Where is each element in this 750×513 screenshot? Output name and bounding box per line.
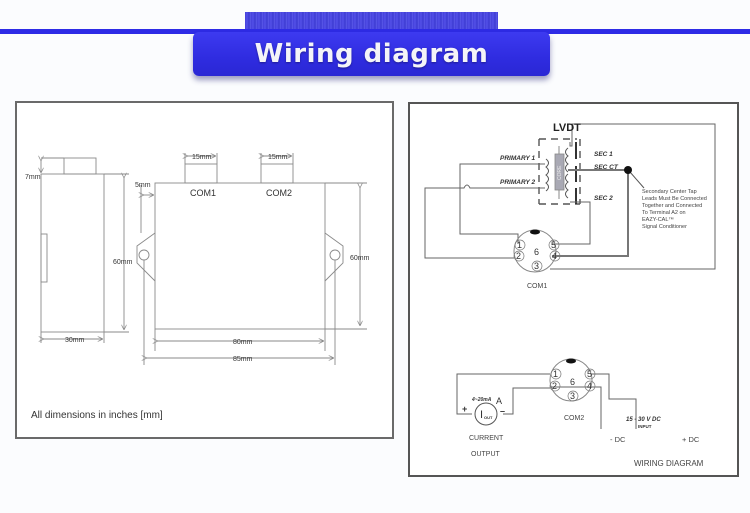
com2-pin-1: 1 [553, 369, 558, 379]
right-mounting-tab [324, 232, 344, 282]
com2-pin-3: 3 [570, 391, 575, 401]
overall-width-label: 85mm [233, 356, 253, 363]
side-top-height-label: 7mm [25, 174, 41, 181]
left-mounting-tab [136, 232, 156, 282]
side-height-label: 60mm [113, 259, 133, 266]
secondary-coil-1 [565, 147, 569, 173]
com2-pin-6: 6 [570, 377, 575, 387]
page-title: Wiring diagram [254, 39, 489, 69]
com2-pin-4: 4 [587, 381, 592, 391]
current-output-label-1: CURRENT [469, 435, 504, 442]
com1-pin-3: 3 [534, 261, 539, 271]
lvdt-core [554, 153, 565, 191]
side-view-connector [63, 157, 97, 175]
left-mounting-hole [138, 249, 150, 261]
dc-voltage-label: 15 - 30 V DC [626, 417, 661, 423]
wiring-panel: CORE LVDT PRIMARY 1 PRIMARY 2 SEC 1 SEC … [408, 102, 739, 477]
dc-plus-label: + DC [682, 435, 700, 444]
sec-ct-junction-dot [624, 166, 632, 174]
lvdt-housing [538, 138, 581, 205]
front-height-label: 60mm [350, 255, 370, 262]
side-view-body [40, 173, 105, 333]
current-output-source [474, 402, 498, 426]
primary-1-label: PRIMARY 1 [500, 155, 536, 162]
secondary-coil-2 [565, 173, 569, 199]
com1-pin-4: 4 [552, 251, 557, 261]
com2-label: COM2 [266, 188, 292, 198]
com2-connector [260, 163, 294, 184]
side-width-label: 30mm [65, 337, 85, 344]
dc-minus-label: - DC [610, 435, 626, 444]
com1-pin-6: 6 [534, 247, 539, 257]
current-minus-sign: – [500, 406, 505, 416]
side-view-tab [40, 233, 48, 283]
svg-text:Together and Connected: Together and Connected [642, 203, 702, 209]
com2-pin-5: 5 [587, 369, 592, 379]
title-banner: Wiring diagram [193, 32, 550, 76]
com2-pin-2: 2 [552, 381, 557, 391]
body-width-label: 80mm [233, 339, 253, 346]
front-view-body [154, 182, 326, 330]
com2-label: COM2 [564, 415, 584, 422]
com2-key [566, 358, 576, 364]
current-plus-sign: + [462, 404, 467, 414]
decorative-texture-strip [245, 12, 498, 32]
iout-symbol: I [480, 409, 483, 421]
com1-pin-2: 2 [516, 251, 521, 261]
sec-ct-note: Secondary Center Tap Leads Must Be Conne… [642, 189, 707, 230]
current-range-label: 4~20mA [471, 397, 492, 403]
com1-label: COM1 [527, 283, 547, 290]
primary-coil [545, 158, 549, 192]
svg-text:To Terminal A2 on: To Terminal A2 on [642, 210, 686, 216]
com1-pin-5: 5 [551, 240, 556, 250]
wiring-diagram-caption: WIRING DIAGRAM [634, 459, 704, 468]
sec-2-label: SEC 2 [594, 195, 613, 202]
dimensions-panel: 7mm 60mm 30mm 15mm 15mm 5mm 60mm 80mm 85… [15, 101, 394, 439]
svg-text:Leads Must Be Connected: Leads Must Be Connected [642, 196, 707, 202]
com1-label: COM1 [190, 188, 216, 198]
com1-pin-1: 1 [517, 240, 522, 250]
com1-key [530, 229, 540, 235]
svg-text:EAZY-CAL™: EAZY-CAL™ [642, 217, 674, 223]
iout-subscript: OUT [484, 415, 493, 420]
com1-width-label: 15mm [192, 154, 212, 161]
sec-1-label: SEC 1 [594, 151, 613, 158]
dimensions-footnote: All dimensions in inches [mm] [31, 410, 163, 421]
sec-ct-label: SEC CT [594, 164, 619, 171]
current-range-unit: A [496, 396, 502, 406]
lvdt-title: LVDT [553, 122, 581, 134]
header-accent-band [0, 29, 750, 34]
primary-2-label: PRIMARY 2 [500, 179, 536, 186]
wiring-drawing: CORE LVDT PRIMARY 1 PRIMARY 2 SEC 1 SEC … [424, 122, 716, 468]
svg-text:Signal Conditioner: Signal Conditioner [642, 224, 687, 230]
dc-input-label: INPUT [638, 424, 652, 429]
com2-width-label: 15mm [268, 154, 288, 161]
right-mounting-hole [329, 249, 341, 261]
com1-connector [184, 163, 218, 184]
core-label: CORE [557, 165, 563, 180]
tab-offset-label: 5mm [135, 182, 151, 189]
svg-text:Secondary Center Tap: Secondary Center Tap [642, 189, 697, 195]
dimensions-drawing: 7mm 60mm 30mm 15mm 15mm 5mm 60mm 80mm 85… [25, 153, 370, 421]
current-output-label-2: OUTPUT [471, 451, 501, 458]
